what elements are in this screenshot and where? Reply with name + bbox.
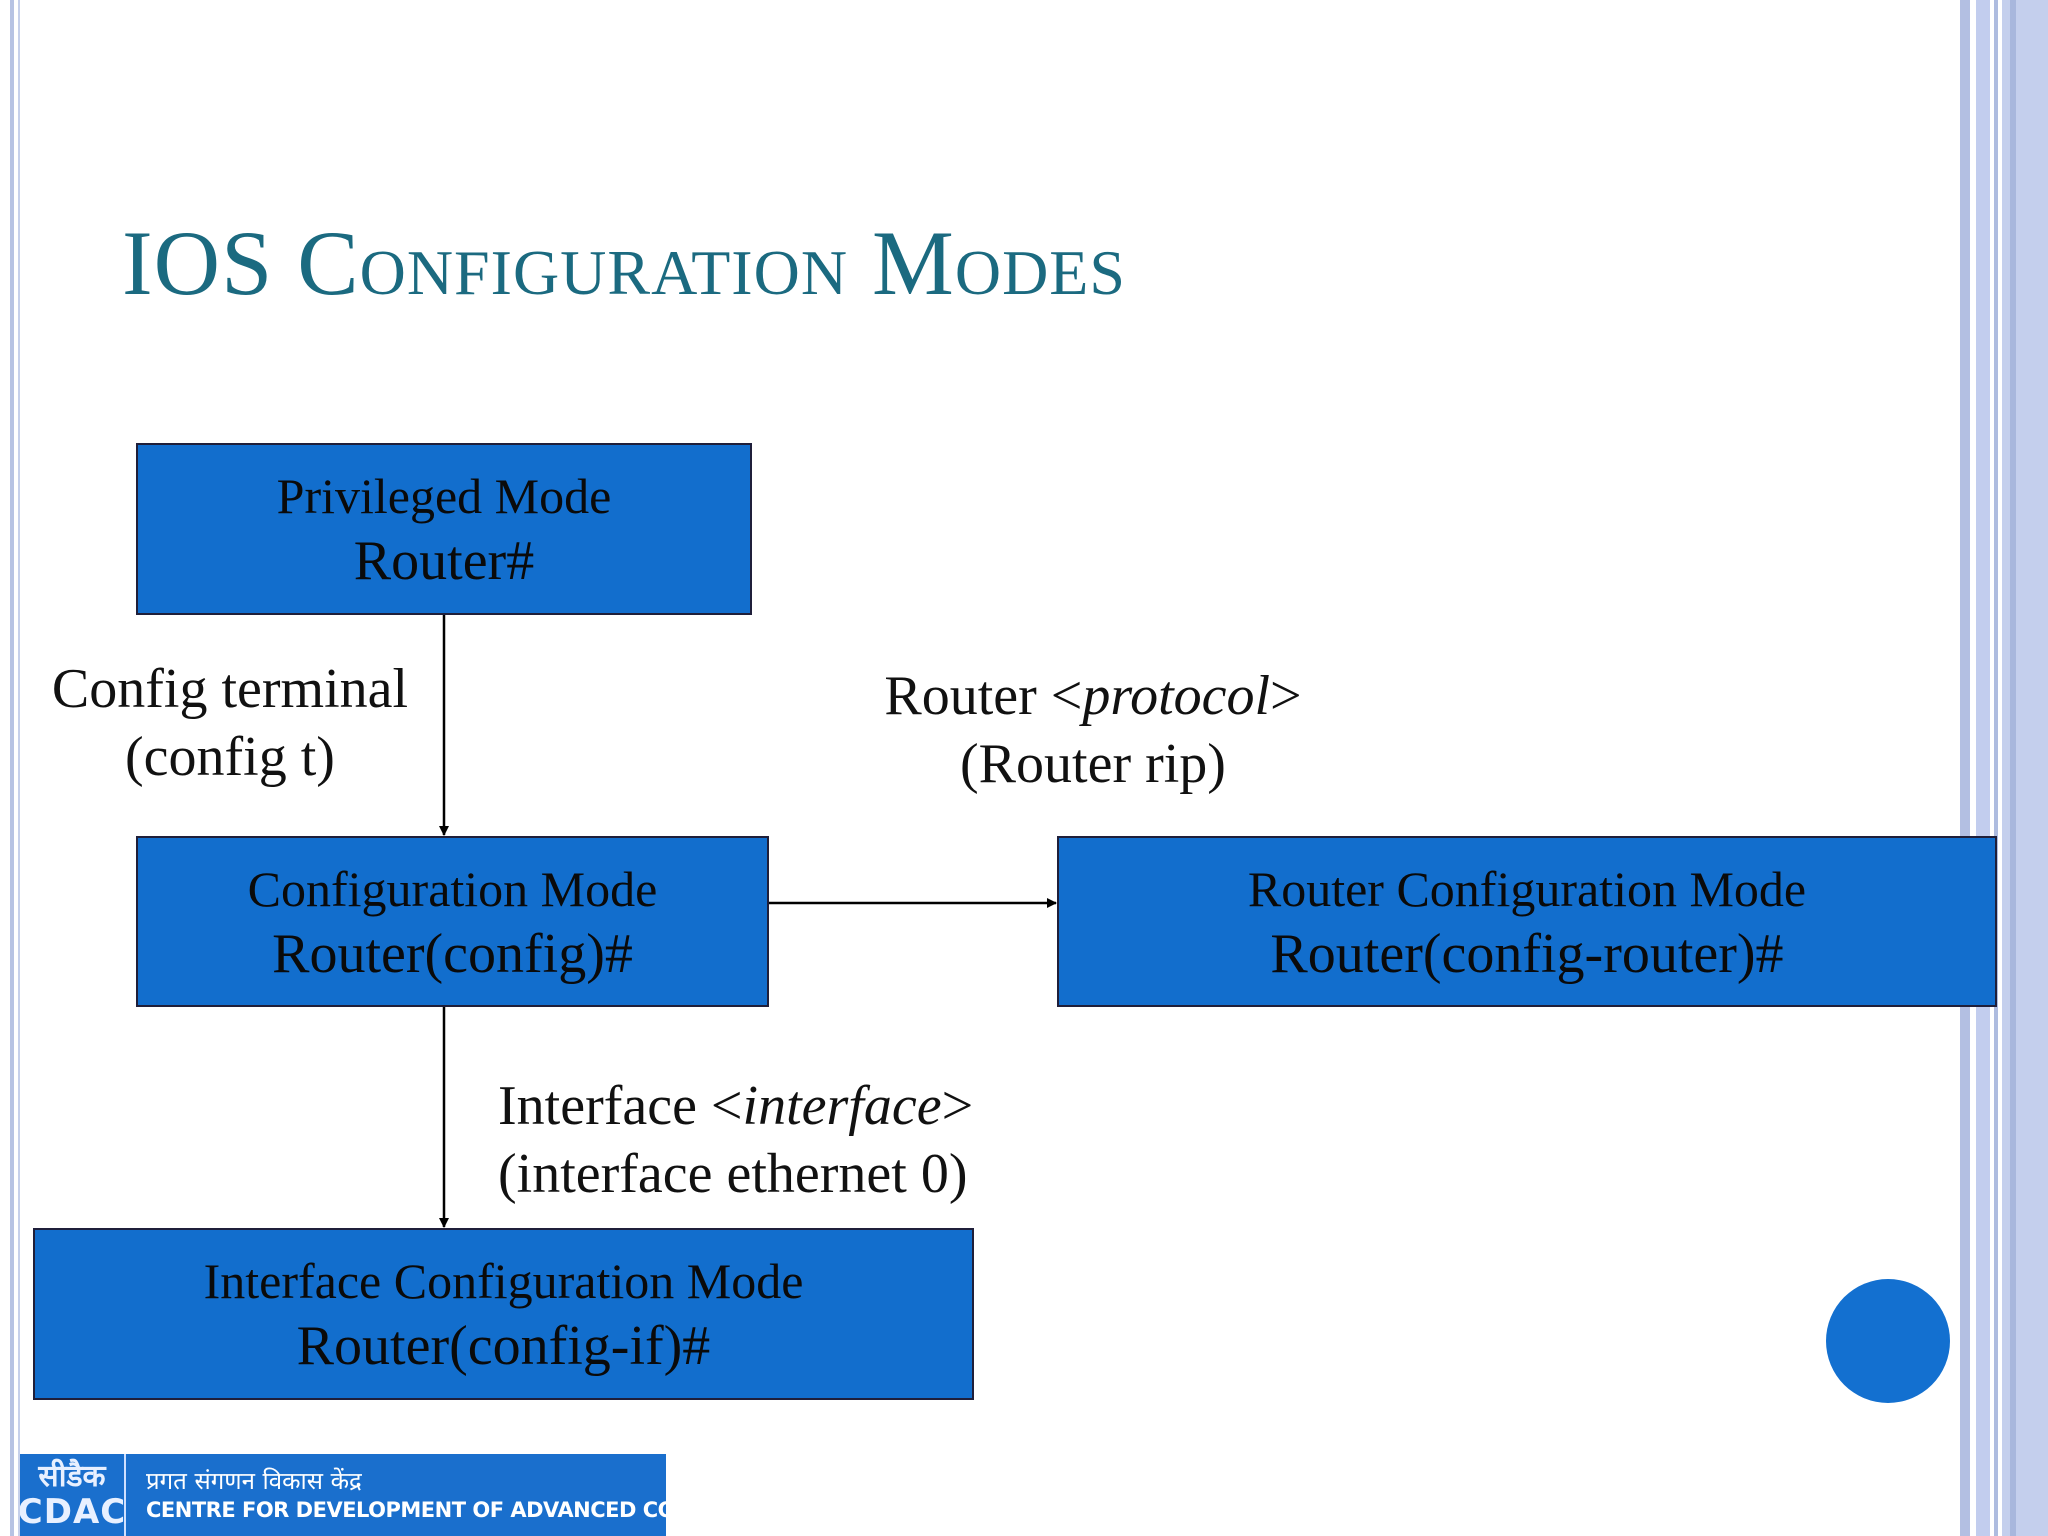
interface-command-label: Interface <interface> (interface etherne… xyxy=(498,1072,1058,1208)
command-example: (config t) xyxy=(125,726,335,788)
mode-prompt: Router(config-if)# xyxy=(296,1315,711,1377)
mode-name: Router Configuration Mode xyxy=(1247,860,1807,917)
logo-mark-latin: CDAC xyxy=(20,1492,127,1532)
right-border-band xyxy=(1960,0,1970,1536)
configuration-mode-box: Configuration Mode Router(config)# xyxy=(136,836,769,1007)
mode-prompt: Router# xyxy=(353,530,535,592)
router-protocol-label: Router <protocol> (Router rip) xyxy=(850,662,1336,798)
command-prefix: Interface < xyxy=(498,1075,743,1137)
cdac-logo: सीडैक CDAC प्रगत संगणन विकास केंद्र CENT… xyxy=(20,1454,666,1536)
cdac-logo-text: प्रगत संगणन विकास केंद्र CENTRE FOR DEVE… xyxy=(126,1454,666,1536)
command-text: Router <protocol> xyxy=(850,662,1336,730)
router-configuration-mode-box: Router Configuration Mode Router(config-… xyxy=(1057,836,1997,1007)
config-terminal-label: Config terminal (config t) xyxy=(20,655,440,791)
command-text: Interface <interface> xyxy=(498,1072,1058,1140)
slide-title: IOS Configuration Modes xyxy=(122,212,1126,314)
interface-configuration-mode-box: Interface Configuration Mode Router(conf… xyxy=(33,1228,974,1400)
cdac-logo-mark: सीडैक CDAC xyxy=(20,1454,126,1536)
right-border-band xyxy=(2010,0,2016,1536)
mode-name: Interface Configuration Mode xyxy=(203,1253,804,1309)
command-suffix: > xyxy=(1270,665,1302,727)
mode-name: Privileged Mode xyxy=(276,468,612,524)
left-border-line-inner xyxy=(18,0,20,1536)
logo-mark-hindi: सीडैक xyxy=(38,1459,106,1494)
logo-name-hindi: प्रगत संगणन विकास केंद्र xyxy=(146,1467,362,1495)
right-border-band xyxy=(2002,0,2048,1536)
command-example: (Router rip) xyxy=(960,733,1226,795)
mode-prompt: Router(config)# xyxy=(272,922,633,985)
right-border-band xyxy=(1994,0,1998,1536)
command-text: Config terminal xyxy=(51,658,409,720)
mode-name: Configuration Mode xyxy=(247,860,658,917)
logo-name-english: CENTRE FOR DEVELOPMENT OF ADVANCED COMPU… xyxy=(146,1498,666,1522)
command-param: interface xyxy=(742,1075,942,1137)
decorative-circle xyxy=(1826,1279,1950,1403)
command-prefix: Router < xyxy=(884,665,1083,727)
command-example: (interface ethernet 0) xyxy=(498,1143,968,1205)
right-border-band xyxy=(1976,0,1990,1536)
command-suffix: > xyxy=(941,1075,974,1137)
command-param: protocol xyxy=(1082,665,1271,727)
mode-prompt: Router(config-router)# xyxy=(1270,922,1784,985)
privileged-mode-box: Privileged Mode Router# xyxy=(136,443,752,615)
left-border-line xyxy=(10,0,14,1536)
